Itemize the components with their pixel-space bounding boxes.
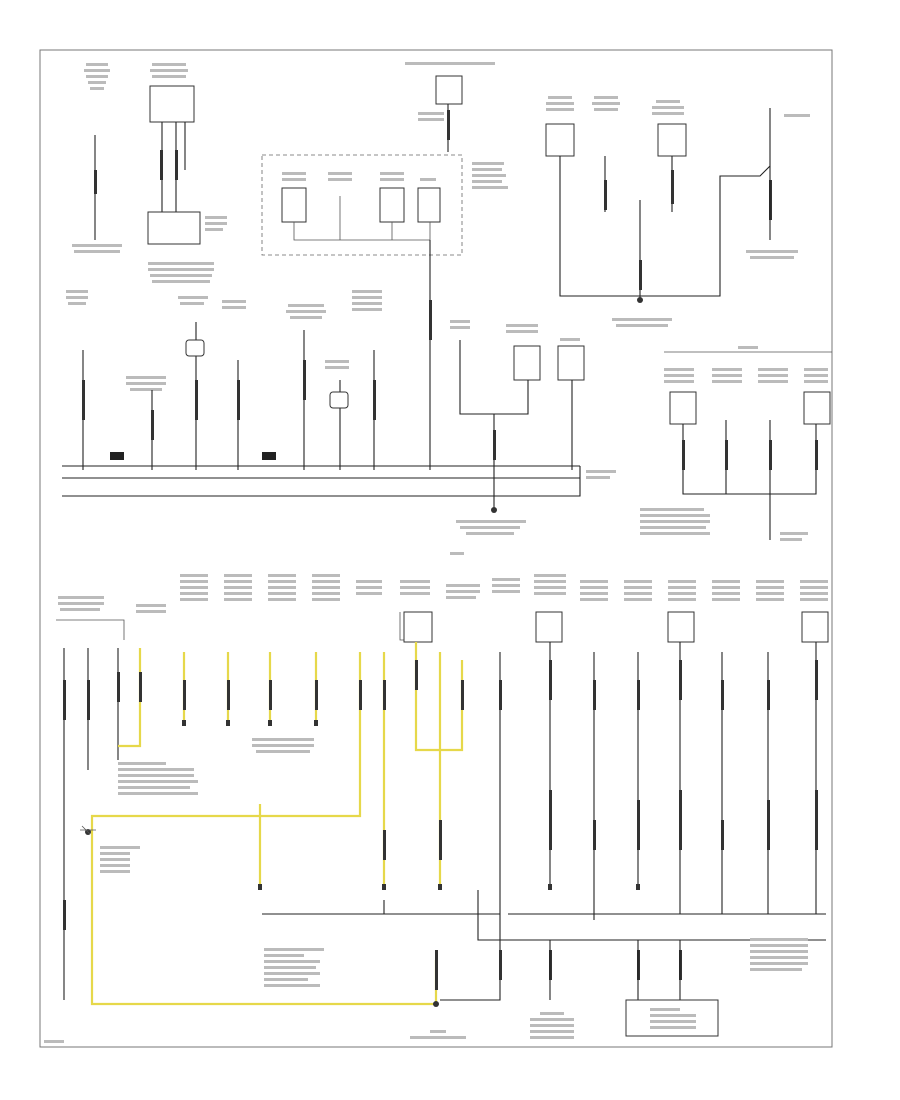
relay-box xyxy=(147,211,201,245)
middle-bus-section xyxy=(62,290,616,555)
right-middle-section xyxy=(640,346,832,541)
top-right-section xyxy=(545,96,810,327)
top-left-section xyxy=(72,63,227,283)
top-center-module xyxy=(261,62,508,470)
connector-box xyxy=(625,999,719,1037)
diagram-border xyxy=(39,49,833,1048)
lower-section xyxy=(44,574,829,1043)
switch-component xyxy=(149,85,195,123)
top-connector xyxy=(435,75,463,105)
